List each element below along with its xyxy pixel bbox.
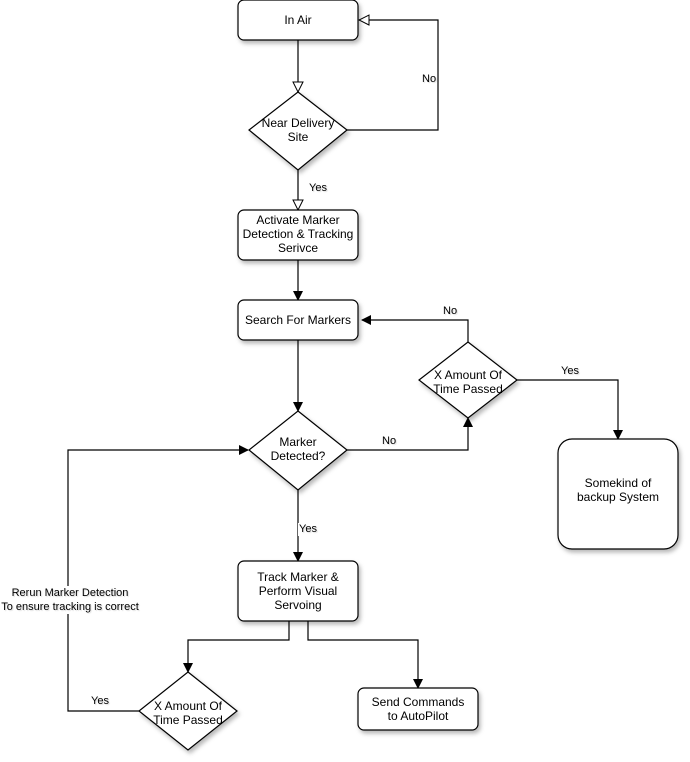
edge-near-site-no-loop (347, 20, 439, 131)
node-search: Search For Markers (244, 313, 352, 327)
node-send-commands-shape (357, 687, 479, 731)
edge-detected-no (347, 417, 473, 451)
node-near-site: Near Delivery Site (261, 116, 335, 144)
edge-track-to-send (307, 621, 423, 689)
node-in-air-shape (237, 0, 359, 41)
edge-label-yes-backup: Yes (560, 365, 580, 378)
rerun-note: Rerun Marker Detection To ensure trackin… (0, 586, 140, 614)
node-search-shape (237, 299, 359, 341)
edge-time1-yes (517, 379, 623, 440)
node-time-check-1: X Amount Of Time Passed (433, 368, 503, 396)
node-time-check-2-shape (138, 671, 238, 751)
edge-label-no-search: No (442, 305, 459, 318)
edge-label-yes-rerun: Yes (90, 695, 110, 708)
edge-label-no-time-check: No (381, 435, 398, 448)
node-track-shape (237, 560, 359, 622)
node-time-check-1-shape (418, 341, 518, 419)
node-activate: Activate Marker Detection & Tracking Ser… (242, 213, 354, 255)
node-marker-detected-shape (248, 410, 348, 491)
node-send-commands: Send Commands to AutoPilot (371, 695, 465, 723)
node-backup-shape (557, 438, 679, 550)
node-near-site-shape (248, 91, 348, 171)
rerun-note-line-2: To ensure tracking is correct (1, 601, 139, 613)
edge-label-yes-activate: Yes (308, 182, 328, 195)
edge-time2-yes-rerun (67, 445, 249, 712)
node-marker-detected: Marker Detected? (270, 435, 326, 463)
rerun-note-line-1: Rerun Marker Detection (11, 587, 129, 599)
node-in-air: In Air (284, 13, 312, 27)
edge-label-yes-track: Yes (298, 523, 318, 536)
edge-track-to-time2 (183, 621, 290, 673)
edge-time1-no (361, 315, 469, 342)
node-time-check-2: X Amount Of Time Passed (153, 699, 223, 727)
node-backup: Somekind of backup System (576, 476, 660, 504)
node-track: Track Marker & Perform Visual Servoing (257, 570, 339, 612)
edge-label-no-loop: No (421, 73, 438, 86)
node-activate-shape (237, 209, 359, 261)
